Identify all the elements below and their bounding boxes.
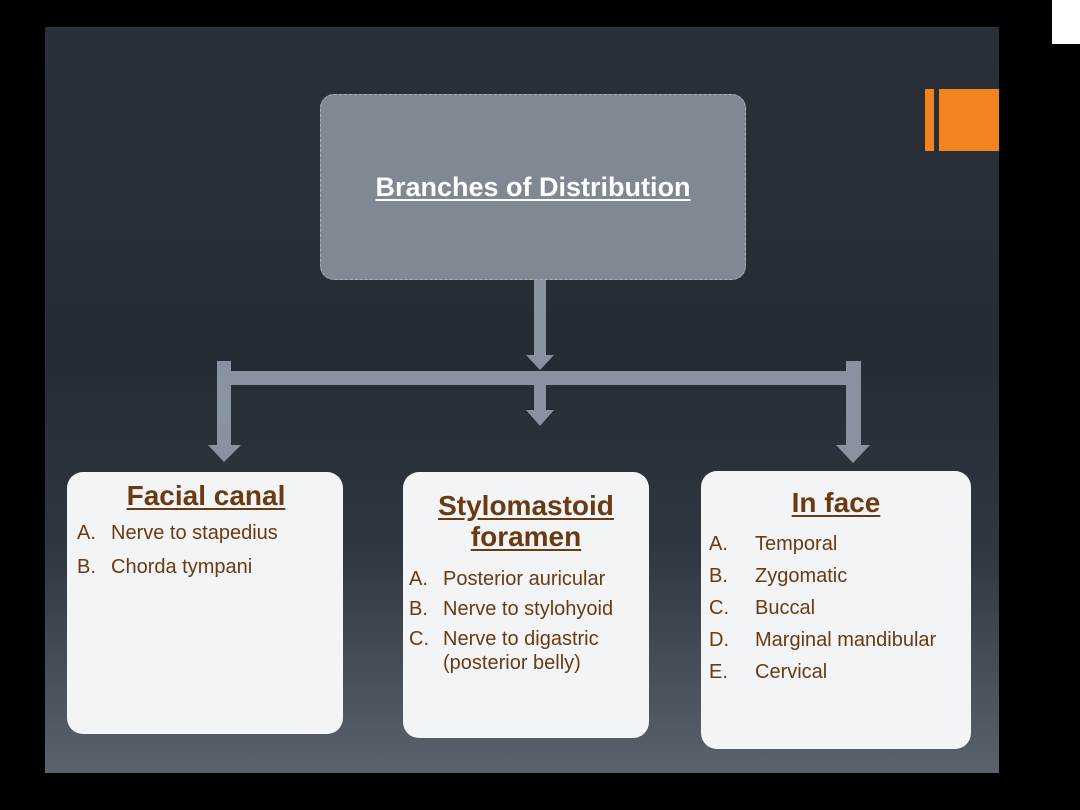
connector-arrows	[208, 280, 870, 463]
branch-title-in-face: In face	[791, 487, 881, 518]
list-text: Buccal	[755, 597, 816, 620]
list-item: B. Chorda tympani	[77, 555, 335, 579]
list-item: B. Zygomatic	[709, 564, 963, 588]
list-item: C. Nerve to digastric (posterior belly)	[409, 627, 643, 675]
connector-root-arrowhead	[526, 355, 554, 370]
connector-root-stem	[534, 280, 546, 355]
list-text: Nerve to stapedius	[111, 522, 278, 545]
branch-card-facial-canal: Facial canal A. Nerve to stapedius B. Ch…	[67, 472, 343, 734]
connector-left-stem	[217, 385, 231, 447]
branch-list-facial-canal: A. Nerve to stapedius B. Chorda tympani	[77, 521, 335, 579]
list-marker: B.	[409, 597, 428, 620]
list-marker: A.	[77, 522, 96, 545]
list-text: Posterior auricular	[443, 567, 606, 590]
branch-card-stylomastoid-foramen: Stylomastoid foramen A. Posterior auricu…	[403, 472, 649, 738]
list-marker: E.	[709, 661, 728, 684]
connector-right-post	[846, 361, 861, 413]
accent-thin-bar	[925, 89, 934, 151]
orange-accent-bars	[925, 89, 999, 151]
connector-middle-arrowhead	[526, 410, 554, 426]
list-marker: B.	[709, 565, 728, 588]
connector-right-stem	[846, 413, 861, 447]
list-marker: C.	[709, 597, 729, 620]
connector-horizontal-bar	[217, 371, 861, 385]
accent-thick-bar	[939, 89, 999, 151]
list-text: Marginal mandibular	[755, 629, 937, 652]
list-marker: B.	[77, 556, 96, 579]
connector-right-arrowhead	[836, 445, 870, 463]
list-item: D. Marginal mandibular	[709, 628, 963, 652]
list-item: A. Temporal	[709, 532, 963, 556]
list-marker: D.	[709, 629, 729, 652]
connector-middle-stem	[534, 385, 546, 410]
slide: Branches of Distribution Facial canal A.…	[45, 27, 999, 773]
branch-title-facial-canal: Facial canal	[126, 480, 286, 511]
list-marker: A.	[409, 567, 428, 590]
list-item: C. Buccal	[709, 596, 963, 620]
list-text: Zygomatic	[755, 565, 848, 588]
list-marker: A.	[709, 533, 728, 556]
list-text: Nerve to stylohyoid	[443, 597, 614, 620]
branch-list-in-face: A. Temporal B. Zygomatic C. Buccal D. Ma…	[709, 532, 963, 684]
root-node-title: Branches of Distribution	[375, 171, 691, 202]
list-marker: C.	[409, 627, 429, 650]
list-text: Nerve to digastric (posterior belly)	[443, 627, 599, 674]
list-item: E. Cervical	[709, 660, 963, 684]
list-item: A. Nerve to stapedius	[77, 521, 335, 545]
white-corner-block	[1052, 0, 1080, 44]
connector-left-arrowhead	[208, 445, 241, 462]
list-text: Chorda tympani	[111, 556, 253, 579]
branch-list-stylomastoid-foramen: A. Posterior auricular B. Nerve to stylo…	[409, 567, 643, 675]
list-item: A. Posterior auricular	[409, 567, 643, 591]
branch-card-in-face: In face A. Temporal B. Zygomatic C. Bucc…	[701, 471, 971, 749]
branch-title-stylomastoid-foramen: Stylomastoid foramen	[438, 490, 614, 553]
list-item: B. Nerve to stylohyoid	[409, 597, 643, 621]
root-node-box: Branches of Distribution	[320, 94, 746, 280]
list-text: Cervical	[755, 661, 828, 684]
list-text: Temporal	[755, 533, 838, 556]
